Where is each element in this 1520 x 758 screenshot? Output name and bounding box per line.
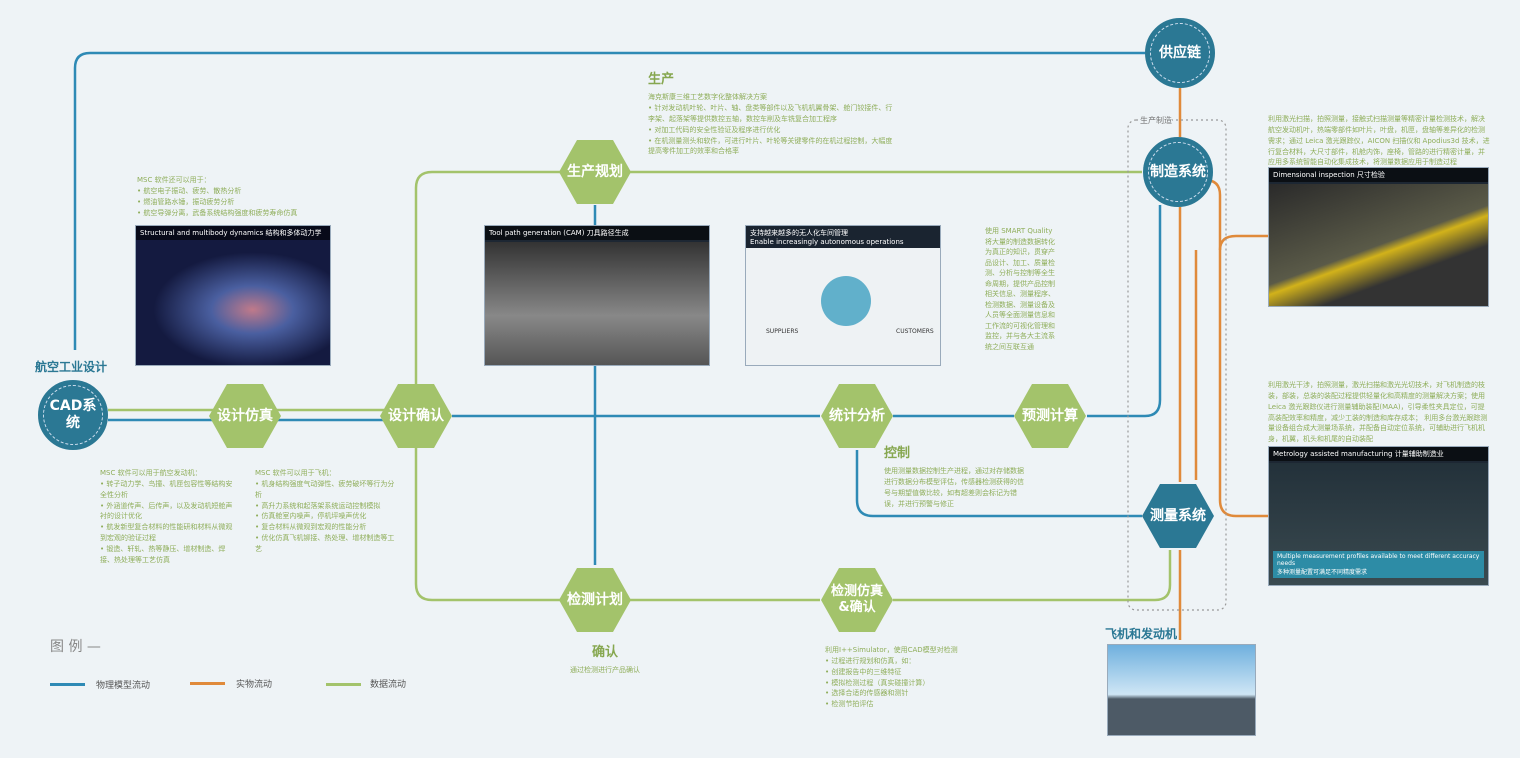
venn-diagram (821, 276, 871, 326)
aviation-design-label: 航空工业设计 (35, 360, 108, 374)
msc-top-text: MSC 软件还可以用于： • 航空电子振动、疲劳、散热分析 • 燃油管路水锤，振… (137, 176, 298, 217)
node-inspection-simulation[interactable]: 检测仿真&确认 (821, 568, 893, 632)
aircraft-image (1107, 644, 1256, 736)
metrology-image: Metrology assisted manufacturing 计量辅助制造业… (1268, 446, 1489, 586)
legend-blue-line (50, 683, 85, 686)
structural-dynamics-image: Structural and multibody dynamics 结构和多体动… (135, 225, 331, 366)
smart-quality-text: 使用 SMART Quality 将大量的制造数据转化为真正的知识，贯穿产品设计… (985, 227, 1055, 351)
manufacturing-text: 利用激光扫描，拍照测量，接触式扫描测量等精密计量检测技术，解决航空发动机叶，热端… (1268, 115, 1490, 167)
legend-data: 数据流动 (370, 680, 407, 690)
cam-image: Tool path generation (CAM) 刀具路径生成 (484, 225, 710, 366)
metrology-banner: Multiple measurement profiles available … (1273, 551, 1484, 578)
legend-orange-line (190, 682, 225, 685)
node-supply-chain[interactable]: 供应链 (1145, 18, 1215, 88)
measurement-text: 利用激光干涉，拍照测量，激光扫描和激光光切技术，对飞机制造的枝装，部装，总装的装… (1268, 381, 1488, 444)
node-cad-system[interactable]: CAD系统 (38, 380, 108, 450)
suppliers-label: SUPPLIERS (766, 328, 799, 335)
legend-title: 图 例 — (50, 639, 101, 655)
node-manufacturing-system[interactable]: 制造系统 (1143, 137, 1213, 207)
production-mfg-label: 生产制造 (1140, 115, 1172, 126)
dimensional-inspection-image: Dimensional inspection 尺寸检验 (1268, 167, 1489, 307)
msc-aircraft-text: MSC 软件可以用于飞机： • 机身结构强度气动弹性、疲劳破坏等行为分析 • 高… (255, 469, 395, 553)
inspection-sim-text: 利用I++Simulator，使用CAD模型对检测 • 过程进行规划和仿真，如：… (825, 646, 958, 709)
confirm-text: 确认通过检测进行产品确认 (570, 645, 640, 675)
customers-label: CUSTOMERS (896, 328, 934, 335)
node-inspection-plan[interactable]: 检测计划 (559, 568, 631, 632)
legend-green-line (326, 683, 361, 686)
legend-physical: 物理模型流动 (96, 681, 151, 691)
legend-material: 实物流动 (236, 680, 273, 690)
msc-engine-text: MSC 软件可以用于航空发动机： • 转子动力学、鸟撞、机匣包容性等结构安全性分… (100, 469, 233, 564)
aircraft-engine-label: 飞机和发动机 (1105, 627, 1178, 641)
production-text: 生产 海克斯康三维工艺数字化整体解决方案 • 针对发动机叶轮、叶片、轴、盘类等部… (648, 72, 893, 156)
node-production-planning[interactable]: 生产规划 (559, 140, 631, 204)
control-text: 控制使用测量数据控制生产进程，通过对存储数据进行数据分布模型评估，传感器检测获得… (884, 446, 1024, 508)
